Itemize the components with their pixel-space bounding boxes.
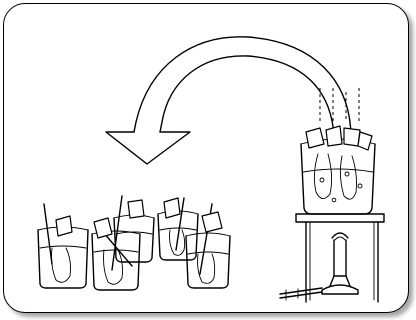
curved-transfer-arrow (105, 36, 352, 165)
heating-and-transfer-illustration (37, 36, 385, 303)
boiling-water-beaker (300, 125, 376, 215)
cooling-beaker-1 (37, 203, 89, 289)
cooling-beaker-4 (157, 197, 199, 261)
cooling-beaker-3 (113, 199, 155, 263)
heating-stand (295, 213, 385, 303)
figure-frame (3, 3, 409, 313)
bunsen-burner (279, 232, 359, 301)
cooling-beaker-group (37, 195, 231, 291)
steam-lines (319, 88, 360, 124)
cooling-beaker-5 (185, 203, 231, 289)
